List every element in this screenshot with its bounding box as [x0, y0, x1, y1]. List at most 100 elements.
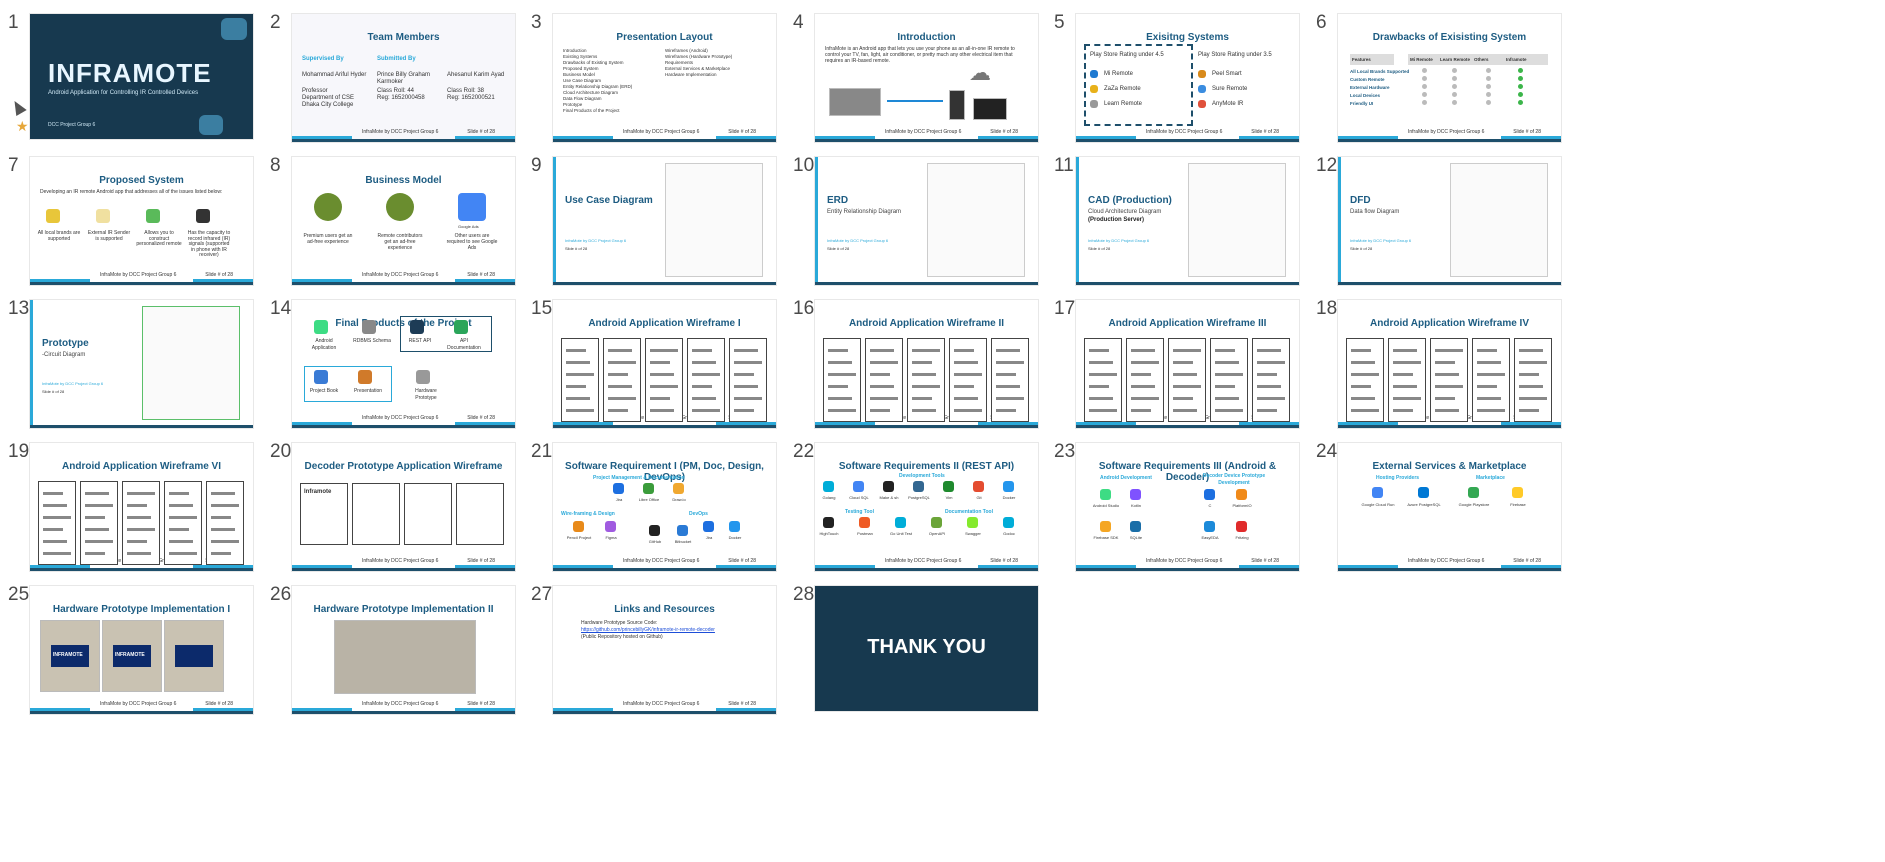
slide-title: CAD (Production) — [1088, 195, 1172, 206]
footer-left-text: InfraMote by DCC Project Group 6 — [362, 701, 439, 707]
slide-preview[interactable]: Software Requirement I (PM, Doc, Design,… — [553, 443, 776, 571]
api-group-box — [400, 316, 492, 352]
slide-preview[interactable]: Android Application Wireframe IIIInfraMo… — [1076, 300, 1299, 428]
product-label: RDBMS Schema — [353, 338, 391, 344]
slide-preview[interactable]: Android Application Wireframe IVInfraMot… — [1338, 300, 1561, 428]
wireframe-screen — [206, 481, 244, 565]
slide-subtitle: Data flow Diagram — [1350, 209, 1400, 215]
footer-accent-bar — [815, 422, 875, 425]
tool-icon — [643, 483, 654, 494]
status-icon — [1422, 76, 1427, 81]
slide-preview[interactable]: CAD (Production)Cloud Architecture Diagr… — [1076, 157, 1299, 285]
app-name: Peel Smart — [1212, 71, 1242, 77]
slide-preview[interactable]: Android Application Wireframe IInfraMote… — [553, 300, 776, 428]
repo-link[interactable]: https://github.com/princebillyGK/inframo… — [581, 627, 715, 633]
table-header: Mi Remote — [1408, 54, 1452, 65]
breadboard-photo — [334, 620, 476, 694]
slide-preview[interactable]: THANK YOU — [815, 586, 1038, 711]
android-icon — [314, 320, 328, 334]
slide-number: 5 — [1054, 12, 1065, 33]
footer-accent-bar — [292, 136, 352, 139]
slide-preview[interactable]: Software Requirements II (REST API)Infra… — [815, 443, 1038, 571]
status-icon — [1452, 100, 1457, 105]
accent-line — [553, 157, 556, 282]
layout-item: Business Model — [563, 72, 595, 77]
footer-left-text: InfraMote by DCC Project Group 6 — [623, 558, 700, 564]
tool-label: SQLite — [1129, 535, 1143, 540]
footer-accent-bar — [455, 565, 515, 568]
tool-icon — [967, 517, 978, 528]
app-icon — [1198, 70, 1206, 78]
product-label: Project Book — [309, 388, 339, 394]
marketplace-heading: Marketplace — [1476, 475, 1505, 481]
footer-accent-bar — [553, 422, 613, 425]
tool-label: PostgreSQL — [908, 495, 930, 500]
status-icon — [1486, 84, 1491, 89]
slide-number: 26 — [270, 584, 292, 605]
diagram-image — [1450, 163, 1548, 277]
footer-right-text: Slide # of 28 — [467, 272, 495, 278]
footer-accent-bar — [978, 422, 1038, 425]
slide-preview[interactable]: Android Application Wireframe VIInfraMot… — [30, 443, 253, 571]
remotes-image — [829, 88, 881, 116]
footer-left-text: InfraMote by DCC Project Group 6 — [1350, 238, 1412, 243]
table-header: Features — [1350, 54, 1394, 65]
footer-right-text: Slide # of 28 — [467, 129, 495, 135]
slide-title: Introduction — [897, 32, 956, 43]
layout-item: Data Flow Diagram — [563, 96, 602, 101]
slide-title: Hardware Prototype Implementation I — [52, 604, 231, 615]
footer-accent-bar — [292, 565, 352, 568]
slide-title: Android Application Wireframe III — [1108, 318, 1267, 329]
slide-preview[interactable]: Software Requirements III (Android & Dec… — [1076, 443, 1299, 571]
app-icon — [1090, 70, 1098, 78]
slide-preview[interactable]: Android Application Wireframe IIInfraMot… — [815, 300, 1038, 428]
product-label: Presentation — [353, 388, 383, 394]
